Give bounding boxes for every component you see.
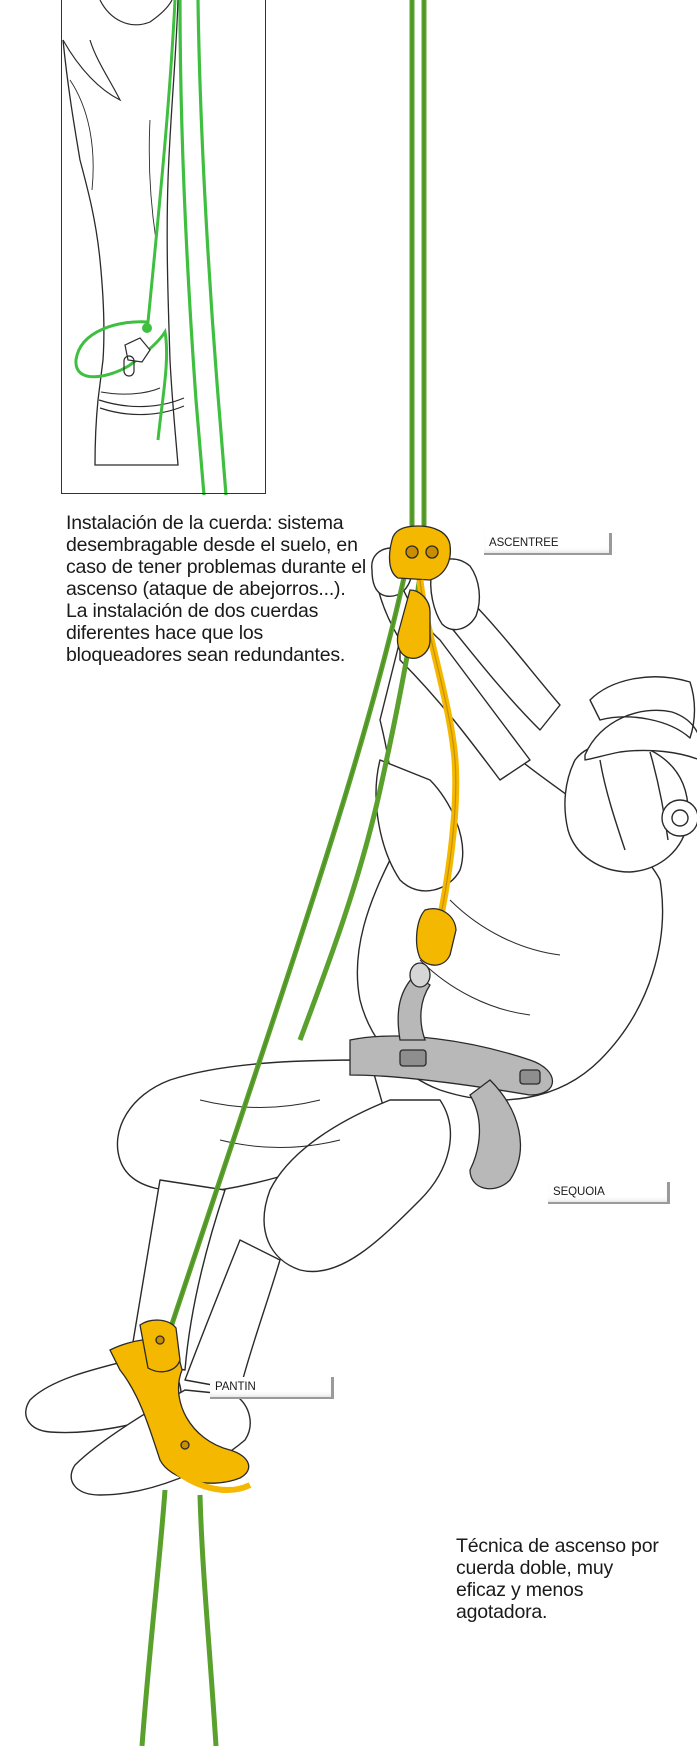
harness-buckle (400, 1050, 426, 1066)
installation-caption: Instalación de la cuerda: sistema desemb… (66, 512, 366, 666)
inset-frame (61, 0, 266, 494)
ascentree-cam (426, 546, 438, 558)
ascentree-cam (406, 546, 418, 558)
pantin-rivet (181, 1441, 189, 1449)
rope-tail-2 (200, 1495, 216, 1746)
sequoia-label: SEQUOIA (548, 1182, 670, 1204)
main-rope-bottom (142, 1490, 216, 1746)
technique-caption: Técnica de ascenso por cuerda doble, muy… (456, 1535, 661, 1623)
ascentree-body (390, 526, 451, 580)
ear-defender (662, 800, 697, 836)
pantin-label: PANTIN (210, 1377, 334, 1399)
pantin-rivet (156, 1336, 164, 1344)
rope-tail-1 (142, 1490, 165, 1746)
main-rope-top (412, 0, 424, 540)
ascentree-label: ASCENTREE (484, 533, 612, 555)
harness-buckle (520, 1070, 540, 1084)
harness-ring (410, 963, 430, 987)
